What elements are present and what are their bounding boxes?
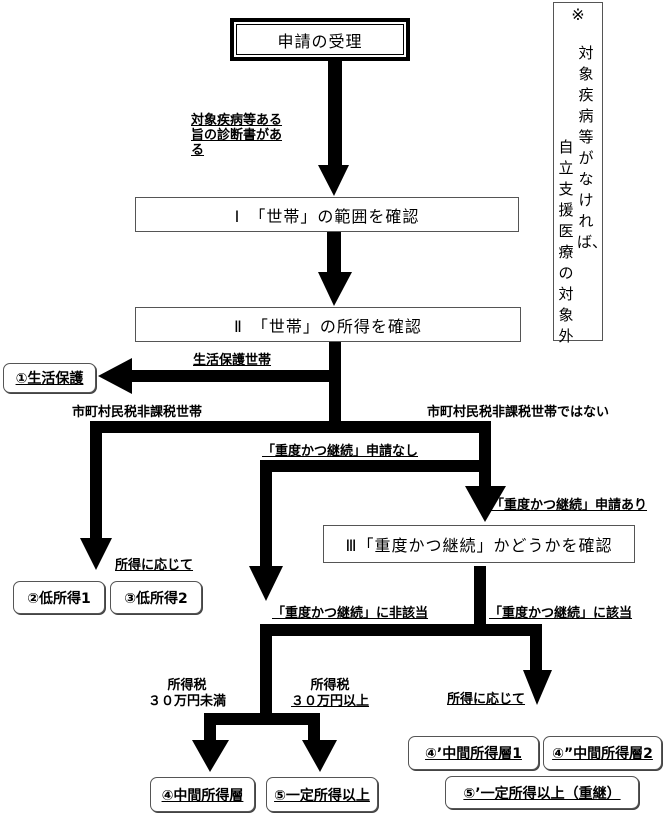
no-severe-h: [260, 460, 481, 472]
arrow-head-fixed: [302, 740, 337, 772]
trunk-step2: [329, 342, 341, 428]
result-middle-income-1-label: ④’中間所得層1: [425, 746, 522, 762]
welfare-branch: [128, 370, 341, 382]
arrow-head-start: [318, 165, 349, 196]
label-diagnosis-line1: 対象疾病等ある: [191, 113, 283, 128]
step3-label: Ⅲ「重度かつ継続」かどうかを確認: [345, 536, 613, 555]
label-by-income-right: 所得に応じて: [447, 692, 526, 707]
label-diagnosis-line3: る: [191, 143, 205, 158]
result-fixed-income: ⑤一定所得以上: [266, 777, 378, 812]
severe-left-down: [260, 624, 272, 719]
step1-label: Ⅰ 「世帯」の範囲を確認: [234, 206, 420, 226]
start-label: 申請の受理: [277, 31, 363, 51]
result-middle-income-label: ④中間所得層: [161, 787, 244, 804]
arrow-head-step1: [318, 272, 352, 306]
label-welfare-household: 生活保護世帯: [193, 353, 272, 368]
result-low-income-2-label: ③低所得2: [124, 590, 188, 607]
note-box: ※ 対象疾病等がなければ、 自立支援医療の対象外: [553, 2, 608, 345]
step2-box: Ⅱ 「世帯」の所得を確認: [135, 307, 521, 342]
split-severe: [260, 624, 542, 636]
step1-box: Ⅰ 「世帯」の範囲を確認: [135, 197, 519, 232]
result-low-income-1: ②低所得1: [13, 581, 105, 614]
label-diagnosis: 対象疾病等ある 旨の診断書があ る: [191, 113, 282, 158]
note-column-2: 自立支援医療の対象外: [558, 138, 574, 345]
label-no-severe-application: 「重度かつ継続」申請なし: [262, 444, 419, 459]
arrow-head-severe: [523, 670, 552, 705]
arrow-head-step3: [465, 486, 506, 522]
result-middle-income: ④中間所得層: [150, 777, 255, 812]
result-fixed-income-severe-label: ⑤’一定所得以上（重継）: [463, 785, 621, 802]
right-down: [479, 421, 491, 489]
arrow-shaft-start: [328, 60, 342, 170]
arrow-head-not-severe: [249, 566, 283, 601]
label-income-tax-under: 所得税 ３０万円未満: [148, 678, 226, 710]
arrow-head-low: [80, 538, 112, 570]
step3-down: [474, 566, 486, 630]
left-down: [90, 421, 102, 543]
bottom-left-down: [204, 713, 216, 743]
step2-label: Ⅱ 「世帯」の所得を確認: [234, 316, 422, 336]
label-by-income-left: 所得に応じて: [115, 558, 194, 573]
result-middle-income-1: ④’中間所得層1: [408, 736, 539, 770]
label-diagnosis-line2: 旨の診断書があ: [191, 128, 283, 143]
result-low-income-2: ③低所得2: [110, 581, 202, 614]
start-box: 申請の受理: [230, 18, 410, 61]
result-low-income-1-label: ②低所得1: [27, 590, 91, 607]
result-fixed-income-severe: ⑤’一定所得以上（重継）: [445, 776, 639, 809]
result-middle-income-2: ④”中間所得層2: [543, 736, 662, 770]
label-income-tax-under-2: ３０万円未満: [148, 694, 227, 709]
label-severe-application: 「重度かつ継続」申請あり: [491, 498, 648, 513]
note-column-1: 対象疾病等がなければ、: [577, 44, 608, 251]
note-mark: ※: [571, 5, 585, 24]
label-income-tax-under-1: 所得税: [167, 678, 207, 693]
step3-box: Ⅲ「重度かつ継続」かどうかを確認: [323, 525, 635, 563]
no-severe-down: [260, 460, 272, 570]
label-not-severe: 「重度かつ継続」に非該当: [272, 606, 429, 621]
split-main: [90, 421, 491, 433]
bottom-split: [204, 713, 320, 725]
arrow-head-middle: [192, 740, 229, 772]
severe-right-down: [530, 624, 542, 672]
arrow-head-welfare: [98, 358, 132, 394]
result-middle-income-2-label: ④”中間所得層2: [552, 746, 653, 762]
result-fixed-income-label: ⑤一定所得以上: [274, 787, 370, 804]
bottom-right-down: [308, 713, 320, 743]
label-income-tax-over-2: ３０万円以上: [291, 694, 370, 709]
arrow-shaft-step1: [327, 232, 341, 274]
label-income-tax-over: 所得税 ３０万円以上: [291, 678, 369, 710]
label-tax-exempt: 市町村民税非課税世帯: [72, 405, 203, 420]
label-not-tax-exempt: 市町村民税非課税世帯ではない: [427, 405, 610, 420]
result-welfare-label: ①生活保護: [15, 371, 84, 387]
label-severe: 「重度かつ継続」に該当: [489, 606, 633, 621]
label-income-tax-over-1: 所得税: [310, 678, 350, 693]
result-welfare: ①生活保護: [3, 363, 96, 393]
